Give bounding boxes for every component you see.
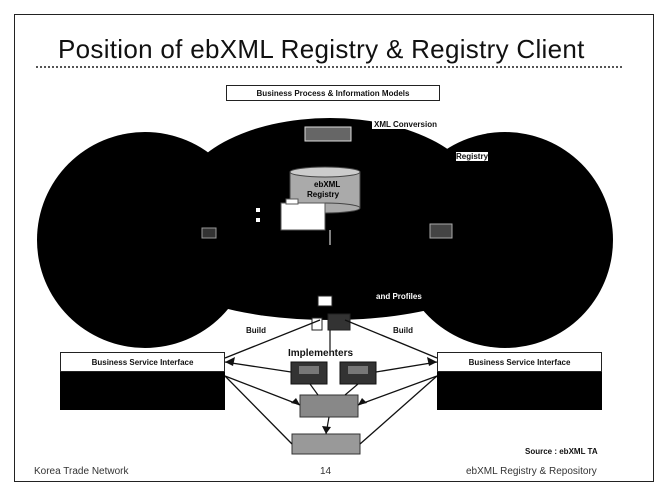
xml-conversion-label: XML Conversion bbox=[372, 120, 439, 129]
build-left-line bbox=[224, 319, 321, 359]
document-tab bbox=[285, 198, 299, 205]
bsi-left-body bbox=[60, 370, 225, 410]
slide-title: Position of ebXML Registry & Registry Cl… bbox=[58, 34, 585, 64]
footer-left: Korea Trade Network bbox=[34, 466, 129, 477]
marker-dot bbox=[256, 218, 260, 222]
right-small-box bbox=[429, 223, 453, 239]
build-right-line bbox=[344, 319, 438, 359]
bsi-right-header: Business Service Interface bbox=[437, 352, 602, 372]
profiles-label: and Profiles bbox=[376, 292, 422, 301]
registry-label: Registry bbox=[456, 152, 489, 161]
models-box: Business Process & Information Models bbox=[226, 85, 440, 101]
document-box bbox=[280, 202, 326, 231]
source-label: Source : ebXML TA bbox=[525, 447, 598, 456]
implementers-label: Implementers bbox=[288, 348, 354, 359]
left-small-box bbox=[201, 227, 217, 239]
footer-right: ebXML Registry & Repository bbox=[466, 466, 597, 477]
title-divider bbox=[36, 66, 622, 68]
build-right-label: Build bbox=[393, 326, 413, 335]
lower-blob bbox=[160, 210, 500, 320]
marker-dot bbox=[256, 208, 260, 212]
interface-connections bbox=[224, 361, 438, 445]
xml-conversion-box bbox=[304, 126, 352, 142]
impl-to-comp-arrow bbox=[309, 383, 319, 396]
impl-to-comp-arrow bbox=[344, 383, 359, 396]
bsi-right-body bbox=[437, 370, 602, 410]
ebxml-db-label-2: Registry bbox=[307, 190, 340, 199]
ebxml-db-label-1: ebXML bbox=[314, 180, 341, 189]
bsi-left-header: Business Service Interface bbox=[60, 352, 225, 372]
build-left-label: Build bbox=[246, 326, 266, 335]
footer-page-number: 14 bbox=[320, 466, 332, 477]
component-box-mid bbox=[299, 394, 359, 418]
arrowheads bbox=[225, 357, 437, 434]
component-box-bottom bbox=[291, 433, 361, 455]
